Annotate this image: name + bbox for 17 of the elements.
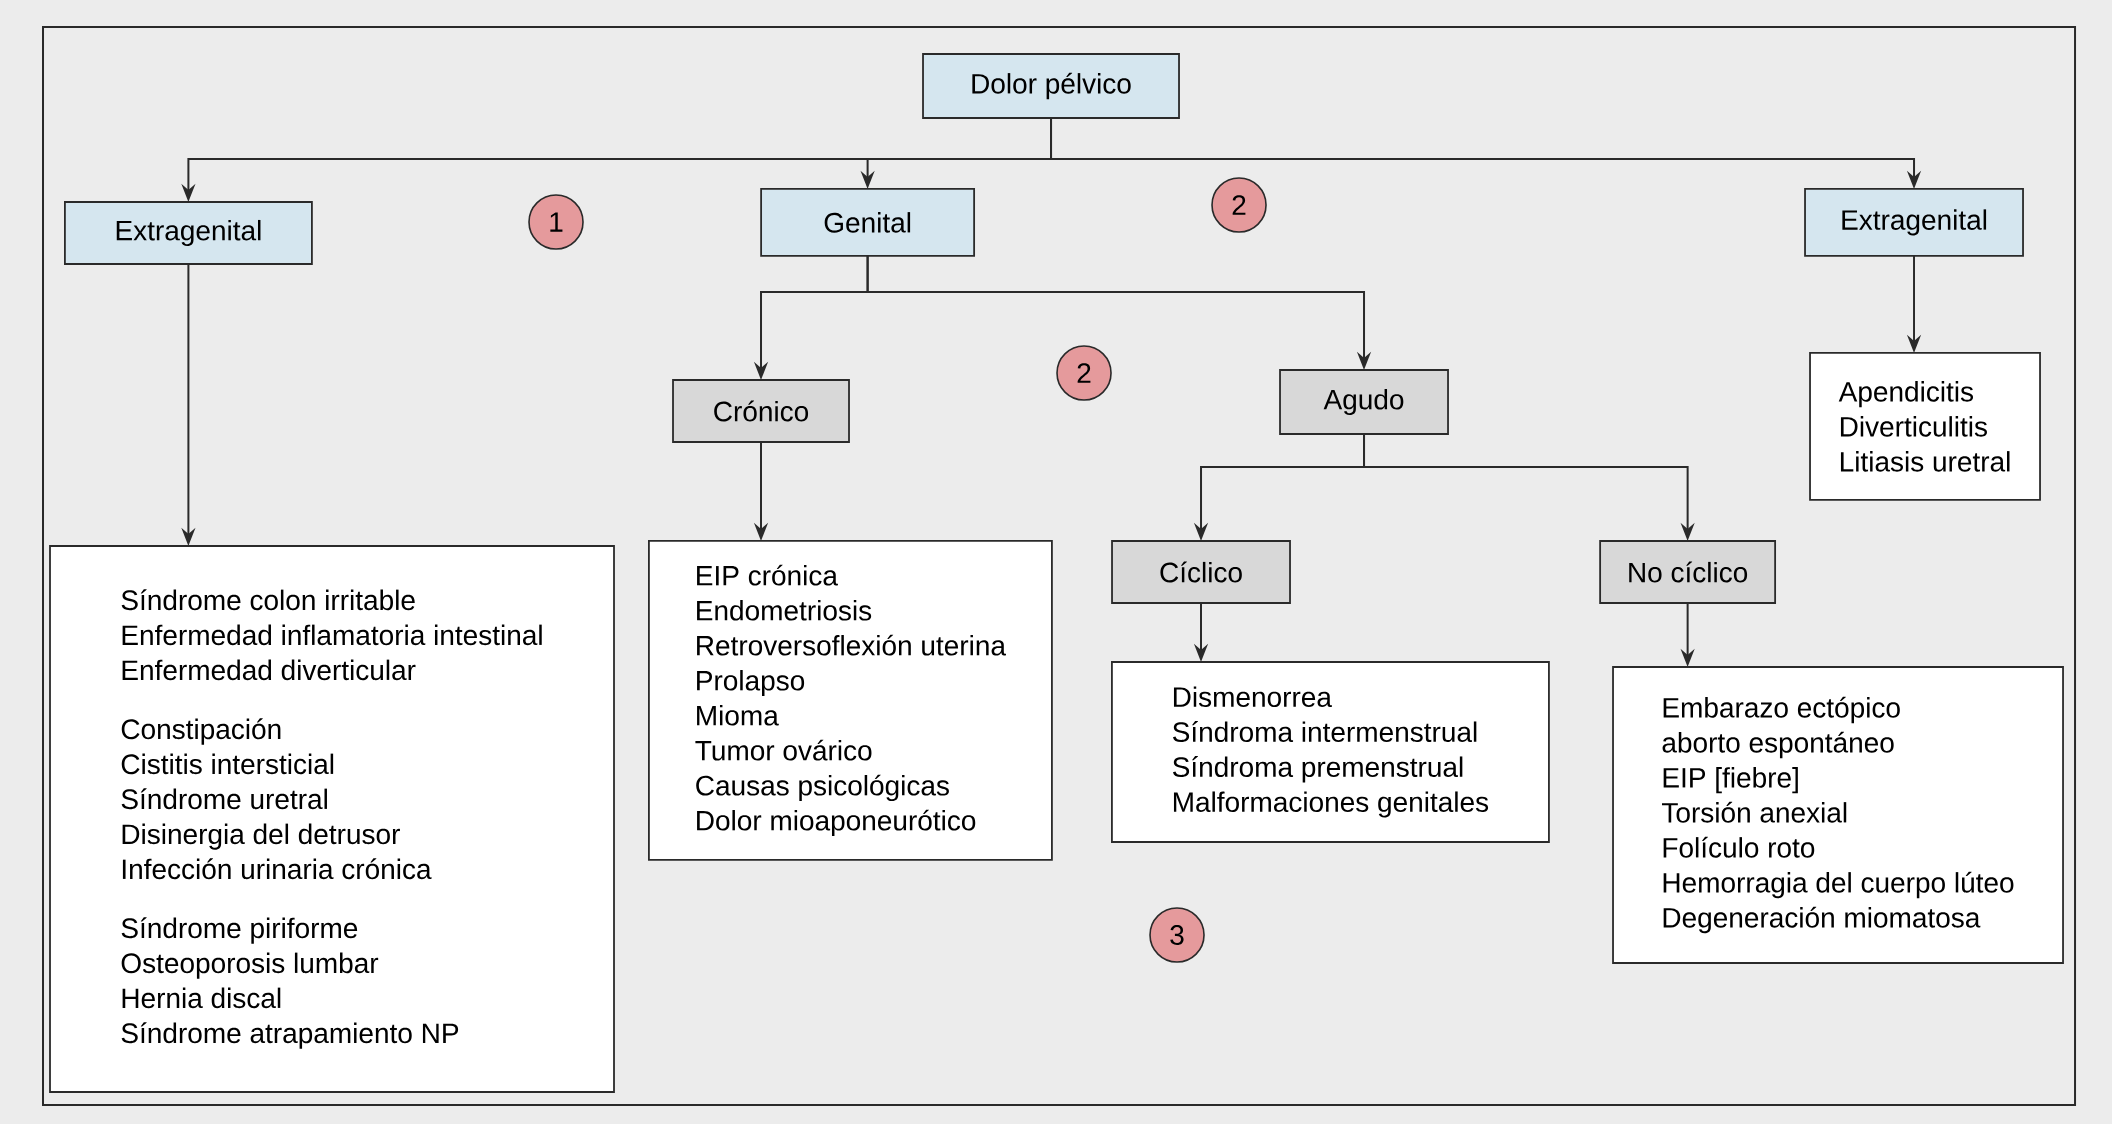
category-box: Dolor pélvico [922, 53, 1180, 119]
category-box: Crónico [672, 379, 850, 443]
callout-number: 3 [1149, 907, 1205, 963]
category-box: No cíclico [1599, 540, 1777, 604]
category-box: Agudo [1279, 369, 1449, 435]
callout-number: 1 [528, 194, 584, 250]
category-box: Cíclico [1111, 540, 1291, 604]
list-box: Dismenorrea Síndroma intermenstrual Síndroma premenstrual Malformaciones genitales [1111, 661, 1550, 843]
category-box: Genital [760, 188, 975, 257]
list-box: Síndrome colon irritable Enfermedad inflamatoria intestinal Enfermedad diverticular Constipación Cistitis intersticial Síndrome uretral Disinergia del detrusor Infección urinaria crónica Síndrome piriforme Osteoporosis lumbar Hernia discal Síndrome atrapamiento NP [49, 545, 615, 1093]
category-box: Extragenital [64, 201, 313, 265]
list-box: Apendicitis Diverticulitis Litiasis uretral [1809, 352, 2041, 501]
list-box: EIP crónica Endometriosis Retroversoflexión uterina Prolapso Mioma Tumor ovárico Causas psicológicas Dolor mioaponeurótico [648, 540, 1053, 861]
callout-number: 2 [1211, 177, 1267, 233]
category-box: Extragenital [1804, 188, 2024, 257]
callout-number: 2 [1056, 345, 1112, 401]
list-box: Embarazo ectópico aborto espontáneo EIP [fiebre] Torsión anexial Folículo roto Hemorragia del cuerpo lúteo Degeneración miomatosa [1612, 666, 2064, 964]
